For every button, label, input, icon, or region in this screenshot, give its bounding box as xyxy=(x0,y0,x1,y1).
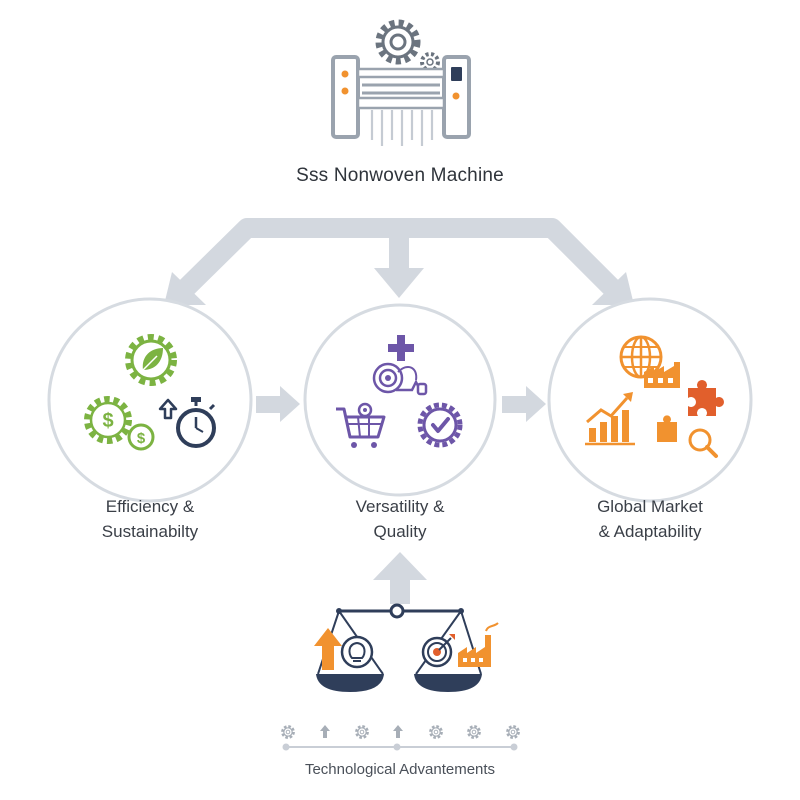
globe-icon xyxy=(619,335,663,379)
dollar-coin-icon: $ xyxy=(127,423,155,451)
up-arrow-icon xyxy=(314,628,342,670)
node-label-line: Versatility & xyxy=(355,497,445,516)
search-icon xyxy=(688,428,718,458)
factory-icon xyxy=(458,622,499,667)
svg-text:$: $ xyxy=(102,410,113,432)
leaf-gear-icon xyxy=(125,334,177,386)
footer-caption: Technological Advantements xyxy=(304,761,496,778)
distribution-arrows xyxy=(164,218,634,305)
node-label-global: Global Market & Adaptability xyxy=(540,494,760,544)
fabric-roll-icon xyxy=(372,362,428,396)
lightbulb-icon xyxy=(340,635,374,669)
svg-text:$: $ xyxy=(137,430,146,447)
upload-arrow-icon xyxy=(158,398,178,420)
up-arrow-to-quality xyxy=(373,552,427,604)
factory-icon xyxy=(644,362,680,388)
node-label-line: Efficiency & xyxy=(105,497,195,516)
timeline-up-arrow-icon xyxy=(320,725,330,738)
connector-arrow-right xyxy=(502,386,546,422)
node-label-line: Global Market xyxy=(597,497,703,516)
node-label-line: & Adaptability xyxy=(598,522,702,541)
dollar-gear-icon: $ xyxy=(84,396,132,444)
timeline-gear-icon xyxy=(506,725,520,739)
medical-cross-icon xyxy=(388,335,414,361)
timeline-up-arrow-icon xyxy=(393,725,403,738)
quality-badge-icon xyxy=(417,402,463,448)
connector-arrow-left xyxy=(256,386,300,422)
balance-scale-icon xyxy=(316,603,482,692)
stopwatch-icon xyxy=(176,397,216,448)
puzzle-small-icon xyxy=(657,415,677,442)
shopping-cart-icon xyxy=(336,402,386,448)
node-label-efficiency: Efficiency & Sustainabilty xyxy=(40,494,260,544)
timeline-gear-icon xyxy=(355,725,369,739)
efficiency-node-circle xyxy=(47,297,253,503)
timeline-gear-icon xyxy=(429,725,443,739)
growth-chart-icon xyxy=(585,392,635,446)
diagram-title: Sss Nonwoven Machine xyxy=(296,165,504,186)
timeline-gear-icon xyxy=(281,725,295,739)
nonwoven-machine-icon xyxy=(331,19,471,146)
puzzle-icon xyxy=(688,380,724,416)
node-label-line: Quality xyxy=(373,522,427,541)
versatility-node-circle xyxy=(303,303,497,497)
target-icon xyxy=(421,634,455,668)
node-label-versatility: Versatility & Quality xyxy=(290,494,510,544)
timeline-gear-icon xyxy=(467,725,481,739)
node-label-line: Sustainabilty xyxy=(101,522,199,541)
timeline xyxy=(282,743,518,751)
